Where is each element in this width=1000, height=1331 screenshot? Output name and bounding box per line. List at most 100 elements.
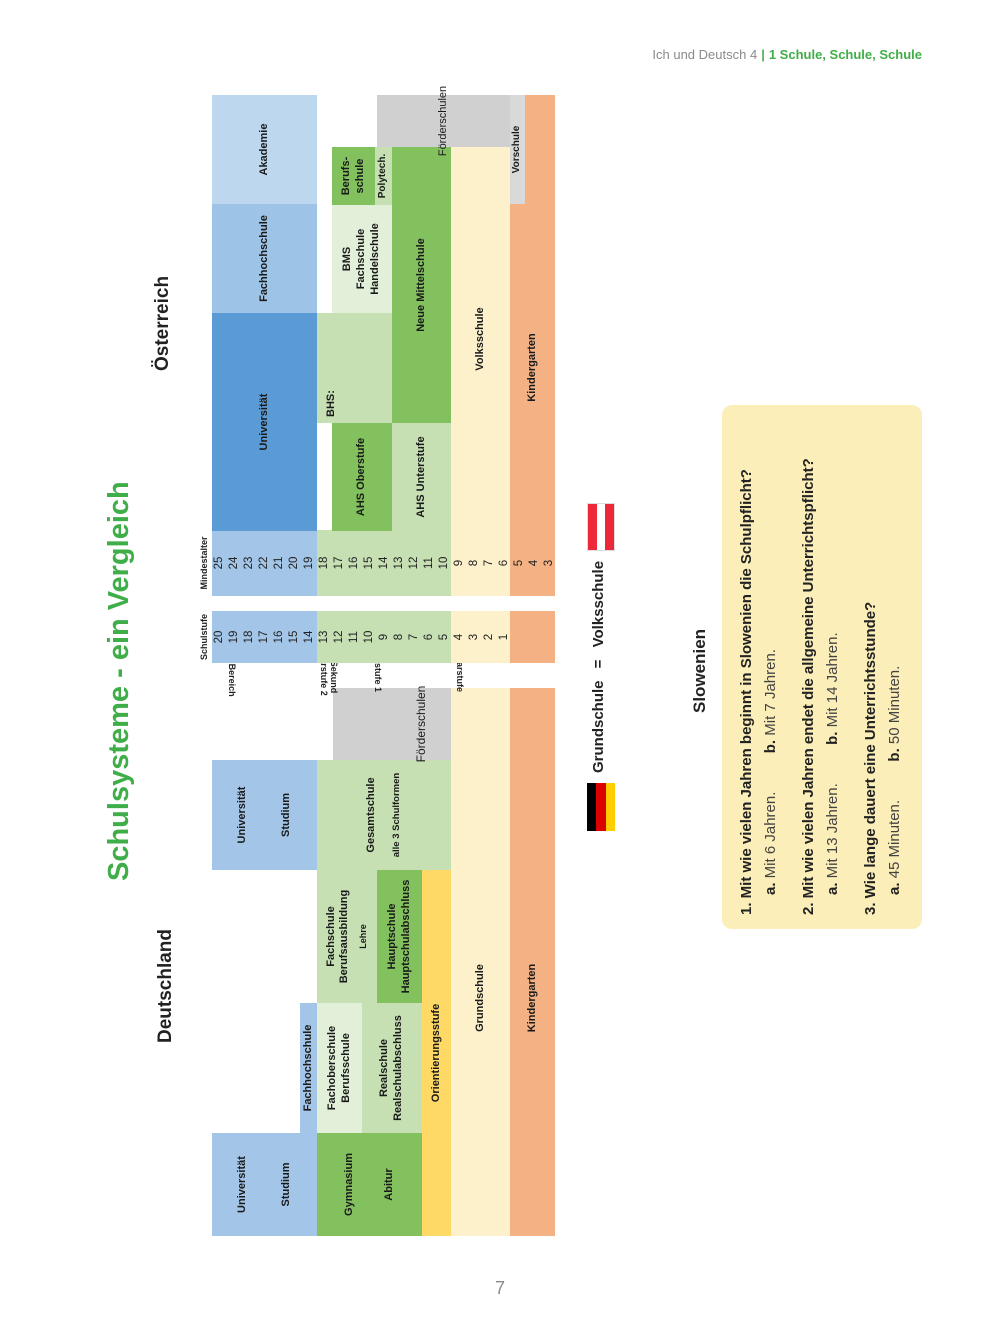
- mindestalter-11: 11: [423, 557, 435, 569]
- page-header: Ich und Deutsch 4|1 Schule, Schule, Schu…: [652, 47, 922, 62]
- de-foerderschulen: Förderschulen: [414, 685, 428, 763]
- q2-a-option[interactable]: Mit 13 Jahren.: [824, 783, 841, 879]
- question-2-text: Mit wie vielen Jahren endet die allgemei…: [800, 458, 817, 899]
- q3-b-label: b.: [886, 748, 903, 762]
- q3-a-label: a.: [886, 882, 903, 895]
- schulstufe-2: 2: [483, 633, 495, 641]
- q2-b-label: b.: [824, 731, 841, 745]
- de-abitur: Abitur: [382, 1168, 395, 1201]
- header-separator: |: [761, 47, 765, 62]
- de-realschule-block: Realschule Realschulabschluss: [362, 1003, 422, 1133]
- de-foerderschulen-fill: [451, 688, 510, 760]
- question-1-answers: a. Mit 6 Jahren. b. Mit 7 Jahren.: [762, 649, 779, 895]
- at-akademie: Akademie: [257, 123, 270, 176]
- q2-b-option[interactable]: Mit 14 Jahren.: [824, 632, 841, 728]
- mindestalter-17: 17: [333, 556, 345, 570]
- q1-a-label: a.: [762, 882, 779, 895]
- question-3-num: 3.: [862, 902, 879, 915]
- at-fachhochschule-block: Fachhochschule: [212, 204, 317, 313]
- de-universitaet-block: Universität Studium: [212, 1133, 317, 1236]
- level-sek2-b: arstufe 2: [318, 658, 329, 696]
- at-akademie-block: Akademie: [212, 95, 317, 204]
- book-title: Ich und Deutsch 4: [652, 47, 758, 62]
- at-fachhochschule: Fachhochschule: [257, 215, 270, 302]
- de-kindergarten-block: Kindergarten: [510, 760, 555, 1236]
- mindestalter-18: 18: [318, 556, 330, 570]
- level-sek2: Sekund arstufe 2: [318, 657, 339, 697]
- de-hauptschule: Hauptschule: [385, 903, 398, 970]
- q3-a-option[interactable]: 45 Minuten.: [886, 799, 903, 879]
- de-gesamtschule: Gesamtschule: [365, 777, 378, 853]
- at-ahs-oberstufe: AHS Oberstufe: [355, 437, 368, 517]
- at-volksschule: Volksschule: [473, 307, 486, 371]
- q2-a-label: a.: [824, 882, 841, 895]
- at-polytech-block: Polytech.: [375, 147, 392, 205]
- schulstufe-12: 12: [333, 630, 345, 644]
- de-kindergarten: Kindergarten: [525, 963, 538, 1033]
- at-kindergarten-tail: [525, 95, 555, 204]
- at-ahs-unterstufe-block: AHS Unterstufe: [392, 423, 451, 531]
- question-2-num: 2.: [800, 902, 817, 915]
- legend-text: Grundschule = Volksschule: [590, 561, 607, 773]
- question-2-answers: a. Mit 13 Jahren. b. Mit 14 Jahren.: [824, 632, 841, 895]
- de-fachoberschule-block: Fachoberschule Berufsschule: [317, 1003, 362, 1133]
- de-orientierungsstufe: Orientierungsstufe: [429, 1003, 442, 1103]
- de-orientierungsstufe-block: Orientierungsstufe: [422, 870, 451, 1236]
- q1-a-option[interactable]: Mit 6 Jahren.: [762, 791, 779, 879]
- schulstufe-13: 13: [318, 630, 330, 644]
- mindestalter-6: 6: [498, 559, 510, 567]
- at-handelschule: Handelschule: [368, 223, 381, 295]
- de-fachhochschule-block: Fachhochschule: [300, 1003, 317, 1133]
- at-volksschule-block: Volksschule: [451, 147, 510, 531]
- mindestalter-4: 4: [528, 559, 540, 567]
- de-lehre: Lehre: [358, 924, 369, 949]
- at-berufsschule-a: Berufs-: [339, 156, 352, 196]
- at-kindergarten: Kindergarten: [525, 333, 538, 402]
- schulstufe-10: 10: [363, 630, 375, 644]
- at-bms-block: BMS Fachschule Handelschule: [332, 205, 392, 313]
- at-neue-mittelschule-block: Neue Mittelschule: [392, 147, 451, 423]
- scale-schulstufe-label: Schulstufe: [199, 614, 209, 661]
- question-3-text: Wie lange dauert eine Unterrichtsstunde?: [862, 601, 879, 899]
- schulstufe-15: 15: [288, 630, 300, 644]
- mindestalter-13: 13: [393, 556, 405, 570]
- page-title: Schulsysteme - ein Vergleich: [103, 481, 135, 881]
- question-3: 3. Wie lange dauert eine Unterrichtsstun…: [862, 602, 879, 915]
- schulstufe-20: 20: [213, 630, 225, 644]
- at-berufsschule-b: schule: [353, 158, 366, 194]
- mindestalter-22: 22: [258, 556, 270, 570]
- at-neue-mittelschule: Neue Mittelschule: [414, 238, 427, 332]
- de-gesamtschule-block: Gesamtschule alle 3 Schulformen: [317, 760, 451, 870]
- mindestalter-10: 10: [438, 556, 450, 570]
- at-universitaet-block: Universität: [212, 313, 317, 531]
- austria-heading: Österreich: [152, 275, 173, 371]
- de-fachschule-block: Fachschule Berufsausbildung Lehre: [317, 870, 377, 1003]
- de-fachoberschule: Fachoberschule: [325, 1025, 338, 1111]
- at-bms: BMS: [341, 246, 354, 272]
- de-studium: Studium: [279, 1162, 292, 1207]
- mindestalter-8: 8: [468, 559, 480, 567]
- schulstufe-4: 4: [453, 633, 465, 641]
- q3-b-option[interactable]: 50 Minuten.: [886, 665, 903, 745]
- at-bhs: BHS:: [325, 390, 337, 417]
- de-universitaet2-block: Universität Studium: [212, 760, 317, 870]
- de-studium2: Studium: [279, 793, 292, 837]
- mindestalter-23: 23: [243, 556, 255, 570]
- schulstufe-16: 16: [273, 630, 285, 644]
- de-berufsausbildung: Berufsausbildung: [338, 889, 351, 984]
- de-hauptschule-block: Hauptschule Hauptschulabschluss: [377, 870, 422, 1003]
- at-berufsschule-block: Berufs- schule: [332, 147, 375, 205]
- de-grundschule-block: Grundschule: [451, 760, 510, 1236]
- question-1-text: Mit wie vielen Jahren beginnt in Sloweni…: [738, 469, 755, 899]
- at-polytech: Polytech.: [377, 153, 389, 199]
- schulstufe-1: 1: [498, 633, 510, 641]
- schulstufe-8: 8: [393, 633, 405, 641]
- mindestalter-24: 24: [228, 556, 240, 570]
- de-gymnasium: Gymnasium: [342, 1153, 355, 1216]
- de-alle3: alle 3 Schulformen: [390, 772, 402, 858]
- q1-b-option[interactable]: Mit 7 Jahren.: [762, 649, 779, 736]
- flag-austria-icon: [587, 503, 615, 551]
- mindestalter-5: 5: [513, 559, 525, 567]
